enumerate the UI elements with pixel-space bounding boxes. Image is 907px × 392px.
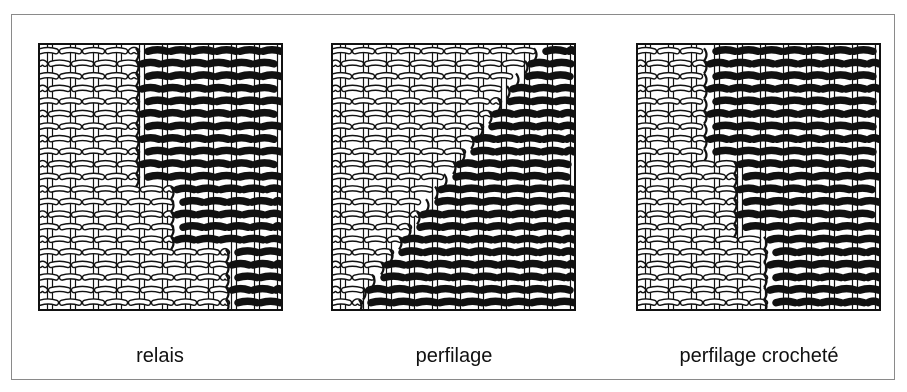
weave-diagram-perfilage (333, 45, 574, 309)
weave-diagram-relais (40, 45, 281, 309)
weave-panel-perfilage (331, 43, 576, 311)
caption-relais: relais (136, 345, 184, 368)
weave-panel-perfilage-crochete (636, 43, 881, 311)
caption-perfilage-crochete: perfilage crocheté (680, 345, 839, 368)
weave-diagram-perfilage-crochete (638, 45, 879, 309)
weave-panel-relais (38, 43, 283, 311)
caption-perfilage: perfilage (416, 345, 493, 368)
